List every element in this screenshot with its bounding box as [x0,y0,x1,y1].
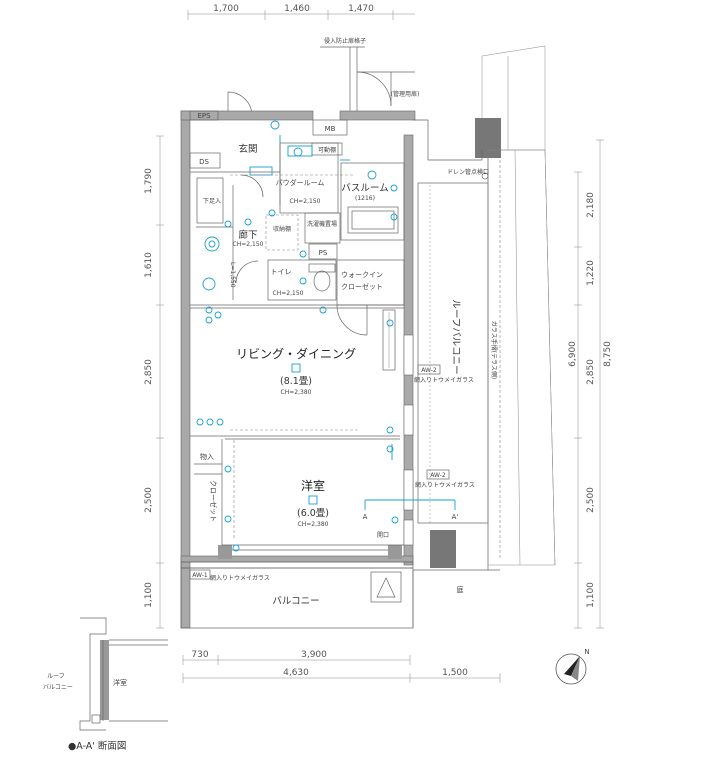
roof-balcony-label: ルーフバルコニー [450,299,461,374]
western-ch: CH=2,380 [298,521,329,528]
interior-partitions: DS 下足入 可動棚 収納棚 洗濯機置場 PS [180,140,414,569]
eps-label: EPS [197,112,211,120]
drain-label: ドレン管点検口 [447,168,489,176]
top-note2: (管理用扉) [391,90,420,98]
mb-label: MB [325,125,336,133]
balcony-area: バルコニー AW-1 網入りトウメイガラス 庭 [180,567,464,629]
toilet-label: トイレ [271,268,292,276]
right-dim-2: 1,220 [586,260,596,286]
walkin-label-1: ウォークイン [341,271,383,279]
aw2b-label: AW-2 [430,472,446,479]
bottom-dim-3: 4,630 [283,668,309,678]
left-dim-5: 1,100 [144,582,154,608]
left-dimension-line: 1,790 1,610 2,850 2,500 1,100 [144,135,164,629]
ds-label: DS [199,158,209,166]
glass-label-2: 網入りトウメイガラス [415,481,475,489]
right-dimension-lines: 2,180 1,220 2,850 2,500 1,100 6,900 8,75… [568,139,613,629]
left-dim-4: 2,500 [144,487,154,513]
powder-label: パウダールーム [276,178,325,187]
section-western-label: 洋室 [113,678,127,687]
balcony-label: バルコニー [272,596,319,607]
living-size: (8.1畳) [280,376,312,387]
right-windows [382,309,414,546]
roof-balcony-area: ドレン管点検口 ルーフバルコニー ガラス手摺(テラス側) AW-2 網入りトウメ… [413,119,556,571]
aw2a-label: AW-2 [421,367,437,374]
section-roof-label-1: ルーフ [47,673,65,680]
roof-note: ガラス手摺(テラス側) [490,321,498,379]
eps-box [189,110,219,121]
kaikou-label: 開口 [377,532,389,539]
left-dim-1: 1,790 [144,168,154,194]
top-note: 侵入防止扉格子 [324,37,366,45]
bottom-dimension-lines: 730 3,900 4,630 1,500 [182,650,501,683]
top-dim-1: 1,700 [213,4,239,14]
aw1-label: AW-1 [192,572,208,579]
glass-label-1: 網入りトウメイガラス [414,376,474,384]
top-entry-area: 侵入防止扉格子 (管理用扉) [227,37,546,158]
right-dim-total-1: 6,900 [568,341,578,367]
closet-label: クローゼット [209,480,218,522]
ps-label: PS [319,249,328,257]
walkin-label-2: クローゼット [341,282,383,291]
bath-size: (1216) [355,195,375,202]
hallway-label: 廊下 [238,229,257,241]
top-dimension-line: 1,700 1,460 1,470 [187,4,415,20]
top-dim-3: 1,470 [348,4,374,14]
section-title: ●A-A' 断面図 [68,740,126,752]
bottom-dim-1: 730 [191,650,208,660]
washer-label: 洗濯機置場 [307,220,337,228]
western-label: 洋室 [301,478,325,493]
western-size: (6.0畳) [297,508,329,519]
glass-label-3: 網入りトウメイガラス [210,574,270,582]
storage-label: 物入 [200,452,214,461]
left-dim-2: 1,610 [144,252,154,278]
room-labels: 玄関 パウダールーム CH=2,150 バスルーム (1216) 廊下 CH=2… [200,143,389,539]
section-roof-label-2: バルコニー [43,684,73,691]
left-dim-3: 2,850 [144,359,154,385]
compass: N [555,648,590,685]
genkan-label: 玄関 [238,143,257,155]
mb-box [312,119,348,136]
living-ch: CH=2,380 [281,389,312,396]
equipment-symbols [196,120,399,552]
section-a-label: A [363,513,368,521]
powder-ch: CH=2,150 [290,198,321,205]
hallway-ch: CH=2,150 [233,241,264,248]
ch-note: L=1,550 [229,262,236,288]
toilet-ch: CH=2,150 [273,290,304,297]
bottom-dim-4: 1,500 [442,668,468,678]
right-dim-5: 1,100 [586,582,596,608]
right-dim-total-2: 8,750 [603,341,613,367]
bath-label: バスルーム [341,183,388,194]
kadoshiki-label: 可動棚 [318,146,336,154]
shelf-label: 収納棚 [273,225,291,233]
section-detail: ルーフ バルコニー 洋室 ●A-A' 断面図 [43,617,168,752]
section-a2-label: A' [452,513,459,521]
top-dim-2: 1,460 [284,4,310,14]
right-dim-4: 2,500 [586,487,596,513]
right-dim-3: 2,850 [586,359,596,385]
bottom-dim-2: 3,900 [301,650,327,660]
section-line: A A' [363,499,459,521]
compass-north-label: N [584,648,589,656]
garden-label: 庭 [457,585,464,594]
right-dim-1: 2,180 [586,192,596,218]
shoes-label: 下足入 [203,198,221,205]
living-label: リビング・ダイニング [236,346,356,361]
